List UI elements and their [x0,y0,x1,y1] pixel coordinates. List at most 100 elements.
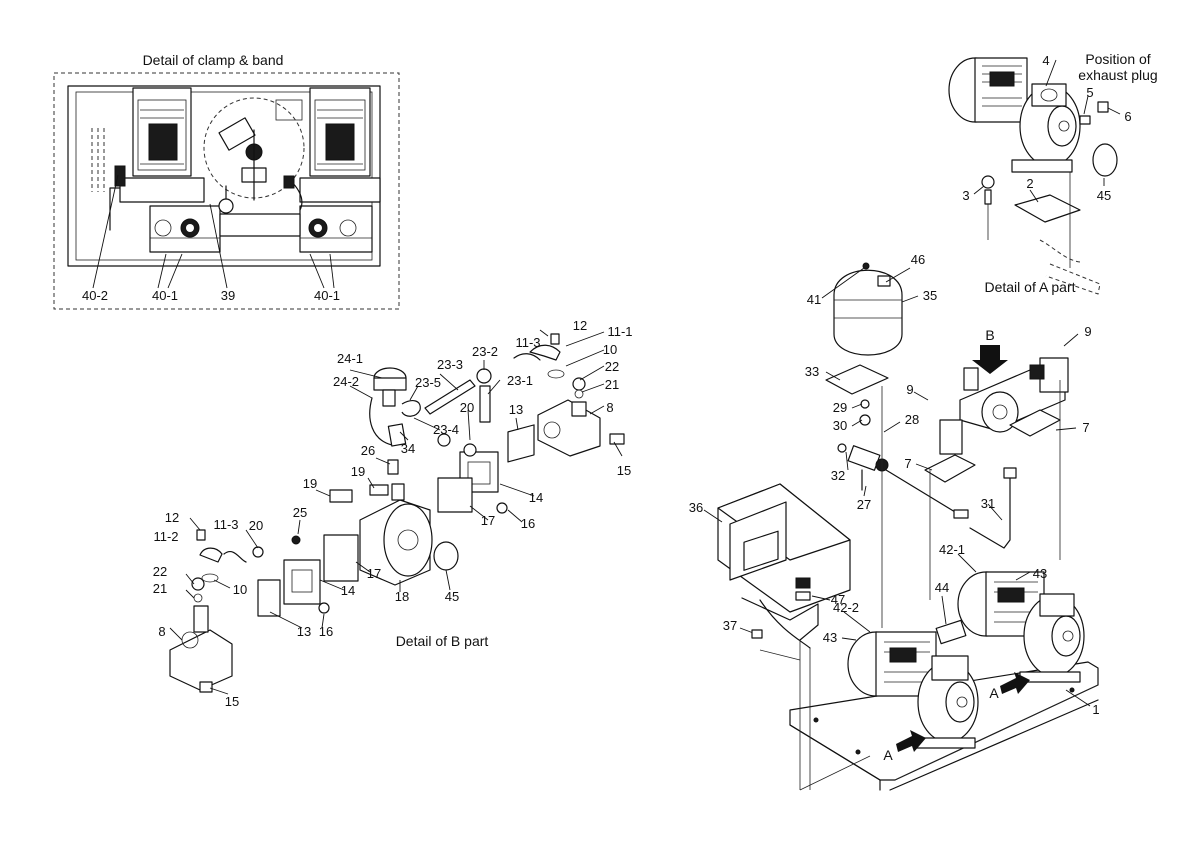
a-part-detail: 4 5 6 3 2 45 Position of exhaust plug De… [948,51,1158,295]
caption-clamp-band: Detail of clamp & band [143,52,284,68]
plate-7-left [924,454,976,483]
right-pump-casing [299,205,373,253]
main-header [939,357,1069,455]
caption-exhaust-plug-2: exhaust plug [1078,67,1157,83]
left-motor [119,87,205,203]
label-plate-34 [387,423,407,447]
callout-23-1: 23-1 [507,373,533,388]
callout-40-2-left: 40-2 [82,288,108,303]
callout-7-right: 7 [1082,420,1089,435]
callout-24-2: 24-2 [333,374,359,389]
label-arrow-a-lower: A [883,747,893,763]
nipple-23-1 [479,385,491,423]
callout-43-right: 43 [1033,566,1047,581]
callout-17-upper: 17 [481,513,495,528]
caption-a-part: Detail of A part [984,279,1075,295]
callout-12-upper: 12 [573,318,587,333]
callout-13-upper: 13 [509,402,523,417]
callout-24-1: 24-1 [337,351,363,366]
callout-21-upper: 21 [605,377,619,392]
callout-39: 39 [221,288,235,303]
gasket-17-upper [437,477,473,513]
center-valve [218,117,267,201]
gasket-13-upper [507,424,535,463]
header-pipe [219,213,301,237]
hose-23-4 [401,400,421,417]
header-body-18 [359,483,433,586]
exhaust-plug-45 [1092,143,1118,177]
label-arrow-a-upper: A [989,685,999,701]
callout-5: 5 [1086,85,1093,100]
callout-33: 33 [805,364,819,379]
callout-29: 29 [833,400,847,415]
callout-15-upper: 15 [617,463,631,478]
arrow-a-upper [1000,672,1030,694]
callout-16-upper: 16 [521,516,535,531]
callout-11-1: 11-1 [607,324,632,339]
callout-7-left: 7 [904,456,911,471]
pipe-23-3 [424,379,476,415]
plate-2 [1014,194,1081,223]
callout-3: 3 [962,188,969,203]
callout-18: 18 [395,589,409,604]
callout-42-1: 42-1 [939,542,965,557]
callout-14-lower: 14 [341,583,355,598]
callout-25: 25 [293,505,307,520]
callout-31: 31 [981,496,995,511]
right-motor [299,87,381,203]
callout-8-upper: 8 [606,400,613,415]
callout-12-lower: 12 [165,510,179,525]
callout-19-left: 19 [303,476,317,491]
callout-45-a: 45 [1097,188,1111,203]
plate-33 [825,364,889,395]
label-arrow-b: B [985,327,994,343]
callout-21-lower: 21 [153,581,167,596]
gasket-13-lower [257,579,281,617]
cover-11-2 [199,547,223,563]
callout-11-2: 11-2 [153,529,178,544]
top-pump-motor [948,57,1081,173]
callout-32: 32 [831,468,845,483]
callout-40-1-left: 40-1 [152,288,178,303]
left-pump-casing [149,205,221,253]
callout-36: 36 [689,500,703,515]
gasket-17-lower [323,534,359,582]
callout-44: 44 [935,580,949,595]
bolt-19-b [369,484,389,496]
b-part-detail: 24-1 24-2 23-3 23-5 23-2 23-1 23-4 11-3 … [153,318,633,709]
callout-27: 27 [857,497,871,512]
callout-37: 37 [723,618,737,633]
callout-1: 1 [1092,702,1099,717]
elbow-fitting-upper [537,377,625,457]
callout-23-2: 23-2 [472,344,498,359]
callout-42-2: 42-2 [833,600,859,615]
callout-13-lower: 13 [297,624,311,639]
callout-41: 41 [807,292,821,307]
callout-17-lower: 17 [367,566,381,581]
callout-35: 35 [923,288,937,303]
clamp-band-detail: Detail of clamp & band [53,52,400,310]
callout-20-upper: 20 [460,400,474,415]
callout-28: 28 [905,412,919,427]
callout-47: 47 [831,592,845,607]
callout-4: 4 [1042,53,1049,68]
callout-23-3: 23-3 [437,357,463,372]
callout-40-1-right: 40-1 [314,288,340,303]
callout-11-3-lower: 11-3 [213,517,238,532]
callout-11-3-upper: 11-3 [515,335,540,350]
callout-16-lower: 16 [319,624,333,639]
callout-2: 2 [1026,176,1033,191]
callout-23-4: 23-4 [433,422,459,437]
caption-b-part: Detail of B part [396,633,489,649]
callout-22-upper: 22 [605,359,619,374]
band-wires [91,128,126,192]
pipe-31 [885,469,1011,549]
callout-14-upper: 14 [529,490,543,505]
callout-46: 46 [911,252,925,267]
pump-motor-42-2 [847,631,979,749]
callout-9-right: 9 [1084,324,1091,339]
label-44 [935,619,967,645]
cover-11-1 [529,344,561,361]
